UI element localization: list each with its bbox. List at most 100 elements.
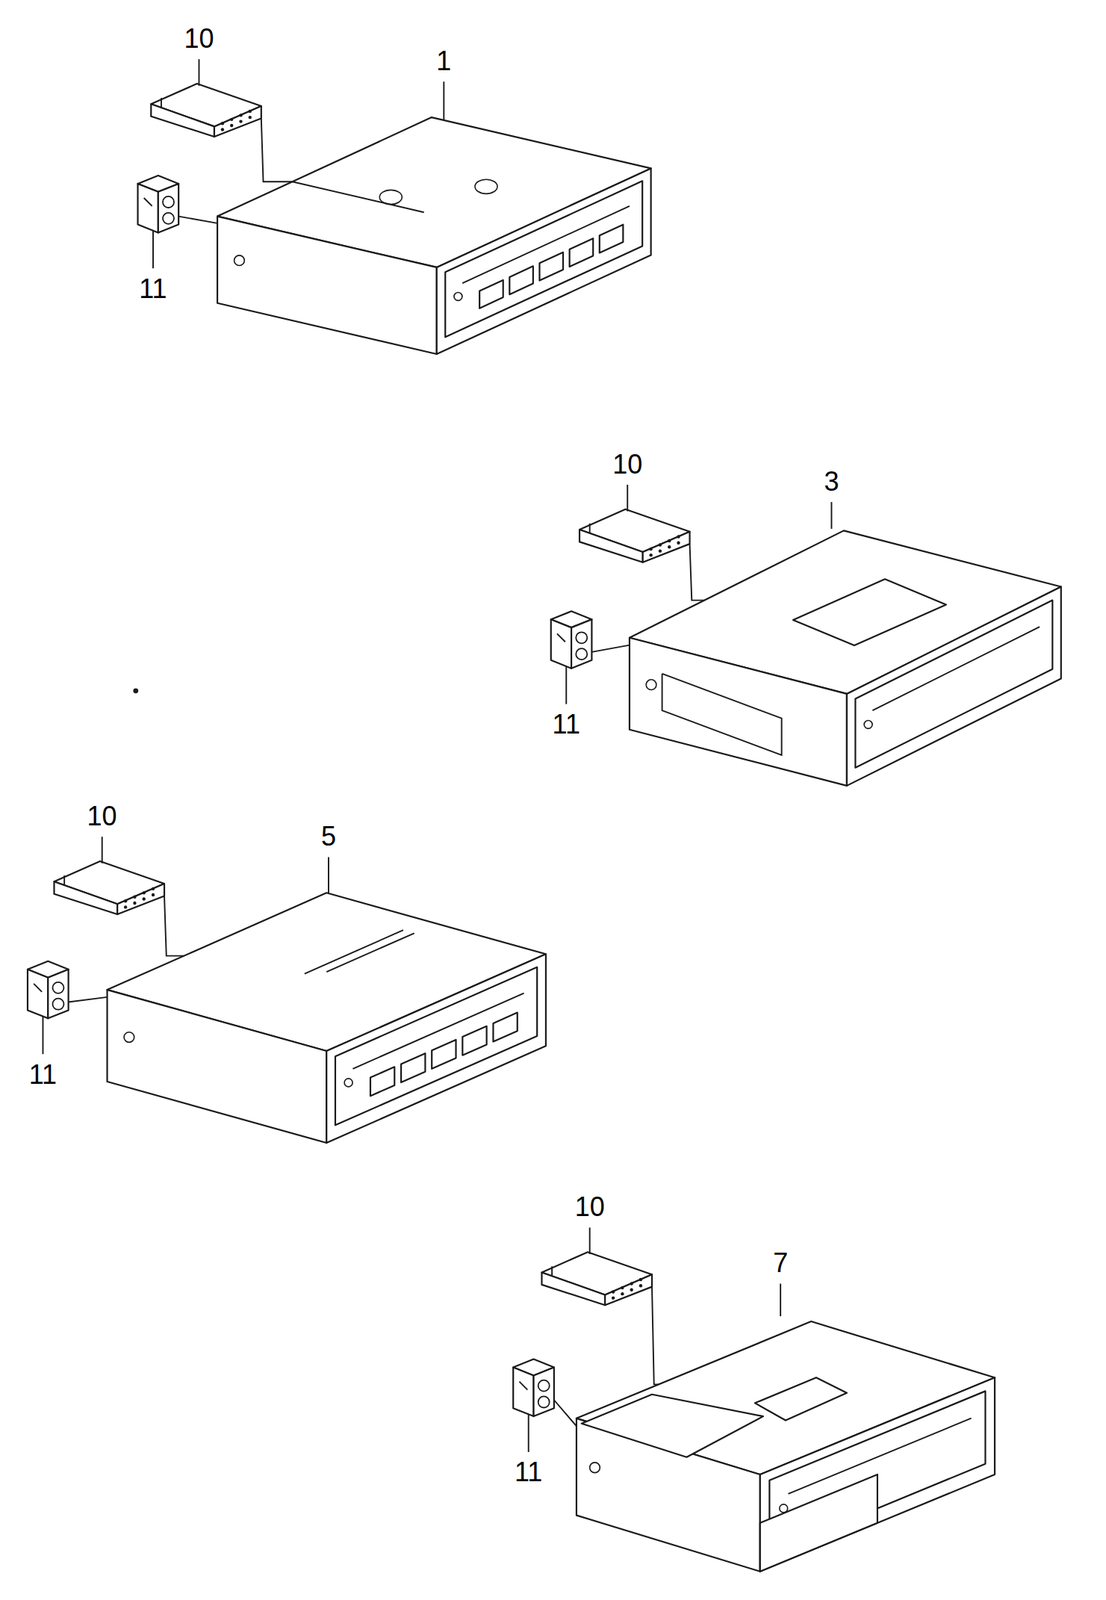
pin <box>248 109 252 113</box>
connector-front <box>513 1367 534 1417</box>
pin <box>230 123 233 127</box>
eject-button <box>344 1078 353 1087</box>
socket <box>162 212 175 225</box>
wire-line <box>591 645 630 652</box>
leader-line <box>42 1016 45 1055</box>
latch <box>519 1381 528 1390</box>
wire-line <box>178 216 218 224</box>
wire-line <box>554 1399 577 1426</box>
callout-number: 11 <box>29 1061 57 1089</box>
wire-line <box>164 895 184 956</box>
pin <box>248 115 252 119</box>
socket <box>52 982 64 994</box>
callout-number: 10 <box>87 802 118 830</box>
pin <box>230 117 233 121</box>
latch <box>63 875 65 886</box>
connector-front <box>53 881 118 915</box>
pin <box>238 119 242 123</box>
pin <box>658 548 662 552</box>
leader-line <box>830 501 832 529</box>
callout-number: 11 <box>552 710 581 738</box>
leader-line <box>101 836 104 864</box>
button <box>509 265 534 295</box>
disc-slot <box>352 993 524 1069</box>
pin <box>611 1295 615 1299</box>
radio-unit <box>217 117 652 354</box>
multi-pin-connector <box>53 861 165 915</box>
unit-side <box>107 989 328 1143</box>
faceplate-frame <box>445 180 643 337</box>
socket <box>575 631 587 643</box>
socket <box>538 1395 550 1407</box>
connector-front <box>27 969 48 1019</box>
latch <box>557 633 566 642</box>
button <box>401 1052 425 1083</box>
pin <box>142 896 146 900</box>
leader-line <box>626 484 629 512</box>
connector-end <box>117 883 165 915</box>
connector-front <box>579 529 643 563</box>
screw <box>234 255 245 266</box>
latch <box>33 983 42 992</box>
label-plate <box>793 578 947 646</box>
faceplate-frame <box>335 967 537 1126</box>
mechanism-plate <box>581 1394 764 1457</box>
radio-unit <box>629 530 1062 786</box>
power-connector <box>138 175 180 233</box>
mount-hole <box>474 179 498 194</box>
connector-end <box>604 1274 652 1305</box>
connector-end <box>571 619 592 669</box>
power-connector <box>27 961 69 1019</box>
pin <box>238 113 242 117</box>
screw <box>645 679 657 691</box>
pin <box>221 121 225 125</box>
radio-unit <box>107 892 546 1143</box>
pin <box>676 534 680 538</box>
wire-line <box>261 117 293 182</box>
pin <box>151 893 155 897</box>
side-recess <box>662 673 782 756</box>
connector-front <box>138 183 159 233</box>
connector-end <box>642 531 691 563</box>
pin <box>123 899 127 903</box>
pin <box>630 1288 634 1292</box>
pin <box>620 1291 624 1295</box>
callout-number: 1 <box>436 47 452 75</box>
leader-line <box>442 81 445 121</box>
pin <box>676 541 680 545</box>
pin <box>648 547 652 551</box>
magazine-door <box>760 1474 878 1572</box>
pin <box>630 1281 634 1285</box>
eject-button <box>864 719 873 729</box>
callout-number: 10 <box>575 1193 605 1221</box>
latch <box>589 523 591 534</box>
pin <box>132 901 136 905</box>
leader-line <box>589 1226 591 1254</box>
screw <box>589 1462 601 1473</box>
leader-lines <box>528 1226 781 1452</box>
leader-lines <box>153 58 444 269</box>
eject-button <box>454 291 463 301</box>
mechanism-bracket <box>755 1377 847 1420</box>
callout-number: 5 <box>321 822 337 850</box>
leader-line <box>779 1283 782 1317</box>
connector-end <box>214 106 262 137</box>
latch <box>551 1265 553 1277</box>
pin <box>658 542 662 546</box>
callout-number: 10 <box>612 451 643 478</box>
body-edge <box>291 181 424 213</box>
multi-pin-connector <box>150 83 262 137</box>
stray-dot <box>132 687 139 694</box>
connector-front <box>541 1271 605 1305</box>
connector-end <box>47 969 68 1019</box>
power-connector <box>551 610 593 669</box>
pin <box>221 127 225 131</box>
power-connector <box>513 1359 555 1417</box>
top-slot <box>326 932 414 972</box>
wire-line <box>690 543 705 600</box>
unit-side <box>629 637 847 786</box>
pin <box>639 1283 643 1287</box>
button <box>492 1012 517 1042</box>
callout-number: 10 <box>183 25 214 53</box>
